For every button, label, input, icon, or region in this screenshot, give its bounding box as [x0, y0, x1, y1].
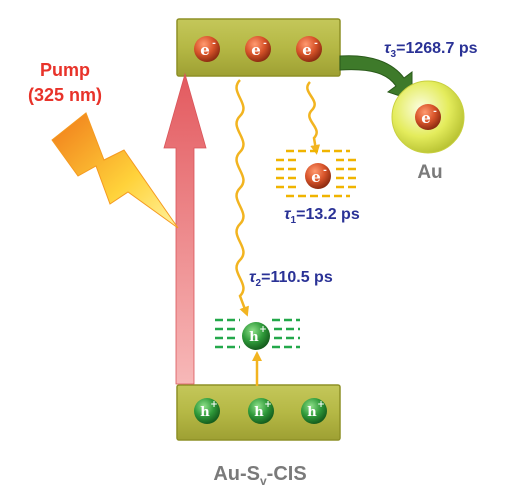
electron-trap-states [276, 149, 360, 198]
svg-text:+: + [259, 325, 267, 335]
svg-text:-: - [263, 39, 267, 49]
cb-electron-1: e - [194, 36, 220, 62]
cb-electron-3: e - [296, 36, 322, 62]
vb-hole-2: h + [248, 398, 274, 424]
svg-text:+: + [317, 400, 325, 410]
tau2-label: τ2=110.5 ps [249, 269, 333, 289]
pump-label: Pump [40, 60, 90, 80]
svg-text:e: e [302, 41, 312, 59]
svg-text:h: h [254, 405, 264, 420]
svg-text:h: h [307, 405, 317, 420]
trapping-wavy-arrow [306, 81, 321, 155]
svg-text:e: e [200, 41, 210, 59]
vb-hole-1: h + [194, 398, 220, 424]
svg-text:h: h [249, 330, 259, 345]
tau3-label: τ3=1268.7 ps [384, 40, 478, 60]
trapped-hole: h + [242, 322, 270, 350]
svg-text:-: - [433, 107, 437, 117]
trapped-electron: e - [305, 163, 331, 189]
lightning-icon [51, 112, 179, 229]
svg-text:e: e [311, 168, 321, 186]
vb-hole-3: h + [301, 398, 327, 424]
au-electron: e - [415, 104, 441, 130]
svg-text:e: e [421, 109, 431, 127]
svg-text:h: h [200, 405, 210, 420]
pump-wavelength-label: (325 nm) [28, 85, 102, 105]
svg-text:+: + [264, 400, 272, 410]
svg-text:-: - [314, 39, 318, 49]
au-label: Au [417, 162, 442, 183]
cb-electron-2: e - [245, 36, 271, 62]
material-label: Au-Sv-CIS [213, 463, 306, 488]
svg-text:-: - [323, 166, 327, 176]
tau1-label: τ1=13.2 ps [284, 206, 360, 226]
recombination-wavy-arrow [235, 79, 249, 317]
svg-text:e: e [251, 41, 261, 59]
svg-text:-: - [212, 39, 216, 49]
hole-trap-states [215, 318, 300, 349]
pump-arrow [163, 72, 207, 385]
svg-text:+: + [210, 400, 218, 410]
